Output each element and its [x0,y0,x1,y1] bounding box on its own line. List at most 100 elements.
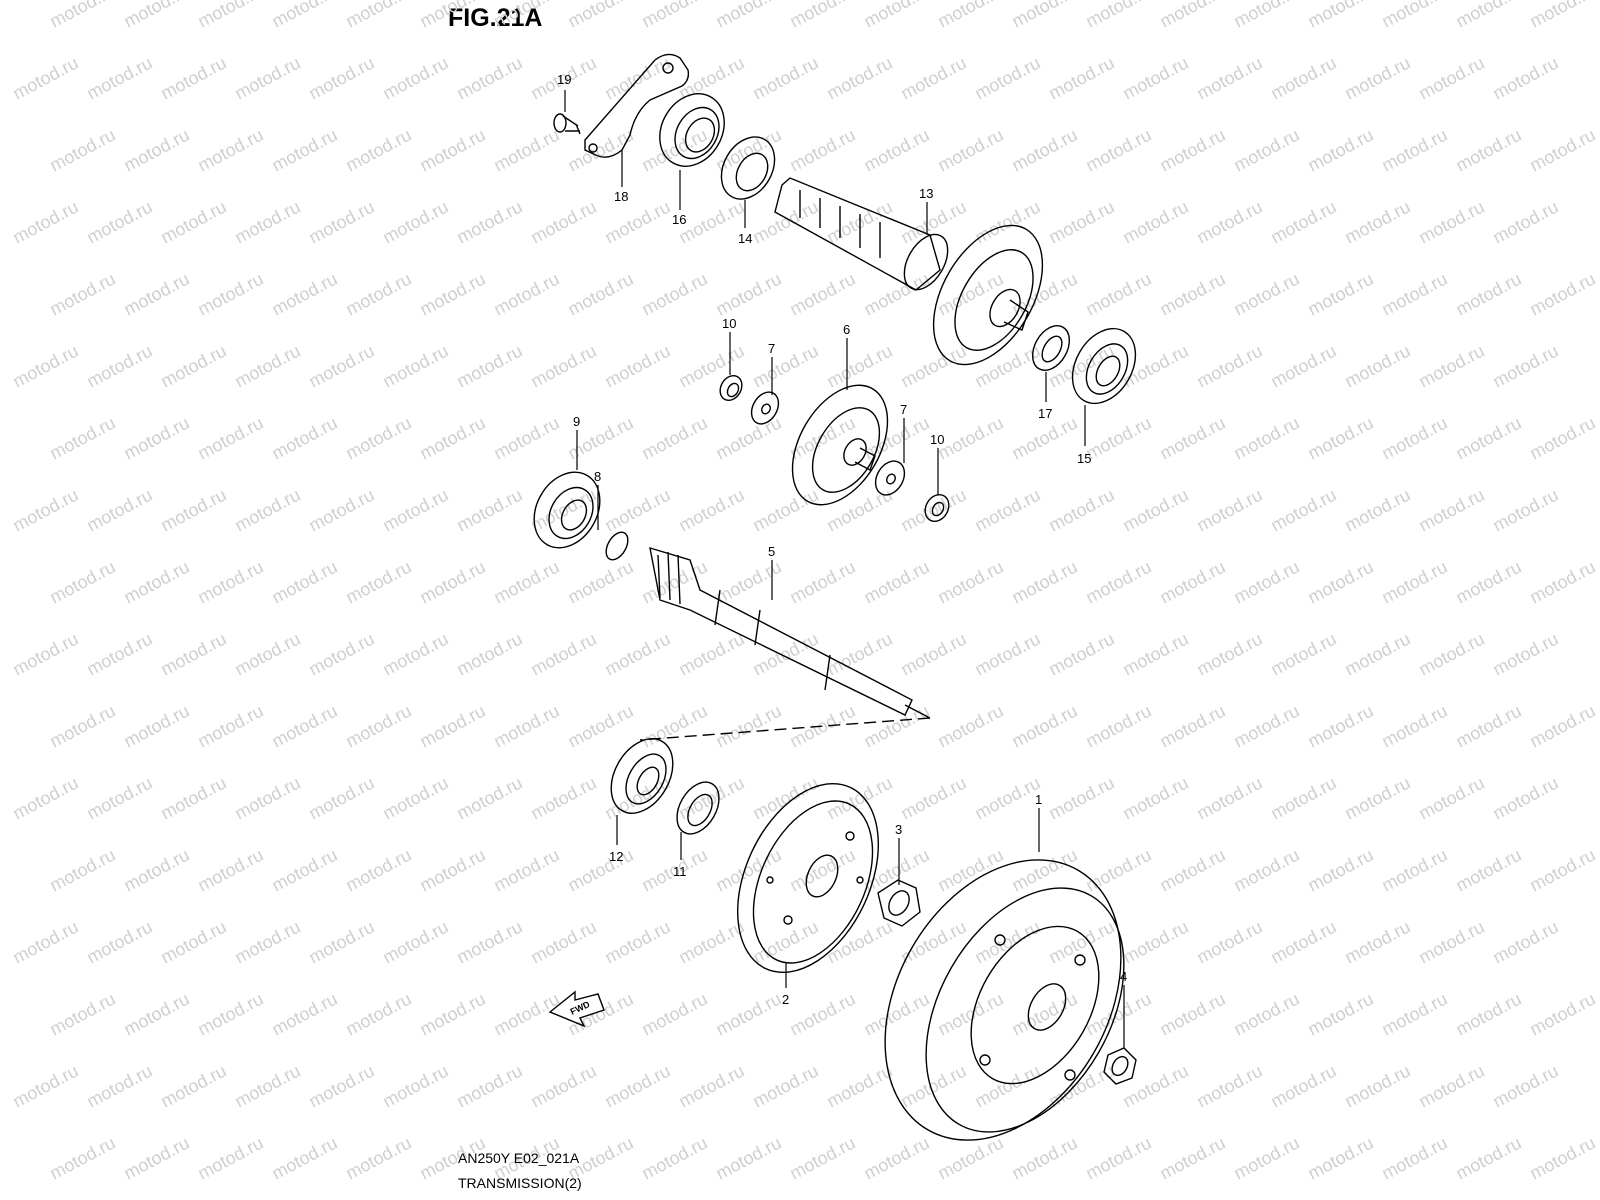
watermark-text: motod.ru [1193,53,1265,104]
watermark-text: motod.ru [46,845,118,896]
watermark-text: motod.ru [120,557,192,608]
bearing-15 [1071,327,1137,405]
watermark-text: motod.ru [1230,557,1302,608]
bearing-retainer-plate-18 [584,53,690,158]
watermark-text: motod.ru [157,917,229,968]
watermark-text: motod.ru [1156,269,1228,320]
watermark-text: motod.ru [1082,989,1154,1040]
watermark-text: motod.ru [1526,557,1598,608]
watermark-text: motod.ru [1452,557,1524,608]
watermark-text: motod.ru [1267,341,1339,392]
watermark-text: motod.ru [83,53,155,104]
watermark-text: motod.ru [712,413,784,464]
watermark-text: motod.ru [231,53,303,104]
part-label: 9 [573,414,580,429]
watermark-text: motod.ru [231,485,303,536]
watermark-text: motod.ru [1526,0,1598,32]
watermark-text: motod.ru [83,773,155,824]
watermark-text: motod.ru [305,197,377,248]
watermark-text: motod.ru [1230,989,1302,1040]
watermark-text: motod.ru [342,1133,414,1184]
watermark-text: motod.ru [1230,125,1302,176]
watermark-text: motod.ru [1304,269,1376,320]
watermark-text: motod.ru [971,1061,1043,1112]
watermark-text: motod.ru [749,197,821,248]
watermark-text: motod.ru [860,269,932,320]
watermark-text: motod.ru [1304,1133,1376,1184]
watermark-text: motod.ru [1378,989,1450,1040]
washer-7-lower [874,460,906,496]
watermark-text: motod.ru [823,341,895,392]
watermark-text: motod.ru [268,701,340,752]
watermark-text: motod.ru [1304,701,1376,752]
watermark-text: motod.ru [638,269,710,320]
watermark-text: motod.ru [860,1133,932,1184]
oil-seal-11 [676,781,720,835]
watermark-text: motod.ru [1378,845,1450,896]
watermark-text: motod.ru [231,629,303,680]
watermark-text: motod.ru [1415,1061,1487,1112]
screw-19 [553,113,581,135]
watermark-text: motod.ru [527,1061,599,1112]
watermark-text: motod.ru [823,773,895,824]
watermark-text: motod.ru [379,629,451,680]
watermark-text: motod.ru [1193,485,1265,536]
watermark-text: motod.ru [490,413,562,464]
watermark-text: motod.ru [527,917,599,968]
watermark-text: motod.ru [194,0,266,32]
watermark-text: motod.ru [1267,197,1339,248]
watermark-text: motod.ru [971,629,1043,680]
watermark-text: motod.ru [638,1133,710,1184]
watermark-text: motod.ru [1489,485,1561,536]
watermark-text: motod.ru [1489,341,1561,392]
watermark-text: motod.ru [194,413,266,464]
watermark-text: motod.ru [786,701,858,752]
watermark-text: motod.ru [1045,773,1117,824]
watermark-text: motod.ru [712,989,784,1040]
watermark-text: motod.ru [712,1133,784,1184]
watermark-text: motod.ru [1119,341,1191,392]
watermark-text: motod.ru [194,557,266,608]
watermark-text: motod.ru [1008,269,1080,320]
watermark-text: motod.ru [231,341,303,392]
watermark-text: motod.ru [120,989,192,1040]
part-labels: 19 18 16 14 13 10 7 6 7 10 17 15 9 8 5 1… [557,72,1127,1007]
watermark-text: motod.ru [194,1133,266,1184]
watermark-text: motod.ru [1045,53,1117,104]
watermark-text: motod.ru [1341,53,1413,104]
watermark-text: motod.ru [231,197,303,248]
watermark-text: motod.ru [1230,845,1302,896]
watermark-text: motod.ru [268,125,340,176]
watermark-text: motod.ru [897,629,969,680]
watermark-text: motod.ru [1008,989,1080,1040]
countershaft-gear-6 [791,384,889,506]
watermark-text: motod.ru [1082,125,1154,176]
part-label: 4 [1120,969,1127,984]
part-label: 12 [609,849,623,864]
watermark-text: motod.ru [712,0,784,32]
watermark-text: motod.ru [268,845,340,896]
watermark-text: motod.ru [749,341,821,392]
watermark-text: motod.ru [1119,773,1191,824]
watermark-text: motod.ru [305,53,377,104]
watermark-text: motod.ru [823,53,895,104]
watermark-text: motod.ru [860,413,932,464]
watermark-text: motod.ru [1193,917,1265,968]
watermark-text: motod.ru [1415,773,1487,824]
oil-seal-14 [720,136,776,200]
watermark-text: motod.ru [712,845,784,896]
watermark-text: motod.ru [638,413,710,464]
bearing-16 [659,93,725,167]
watermark-text: motod.ru [1193,1061,1265,1112]
watermark-text: motod.ru [342,557,414,608]
watermark-text: motod.ru [601,485,673,536]
watermark-text: motod.ru [638,0,710,32]
watermark-text: motod.ru [1193,341,1265,392]
watermark-text: motod.ru [1526,701,1598,752]
watermark-text: motod.ru [860,125,932,176]
watermark-text: motod.ru [601,629,673,680]
watermark-text: motod.ru [971,197,1043,248]
watermark-text: motod.ru [46,557,118,608]
watermark-text: motod.ru [1082,557,1154,608]
watermark-text: motod.ru [786,413,858,464]
